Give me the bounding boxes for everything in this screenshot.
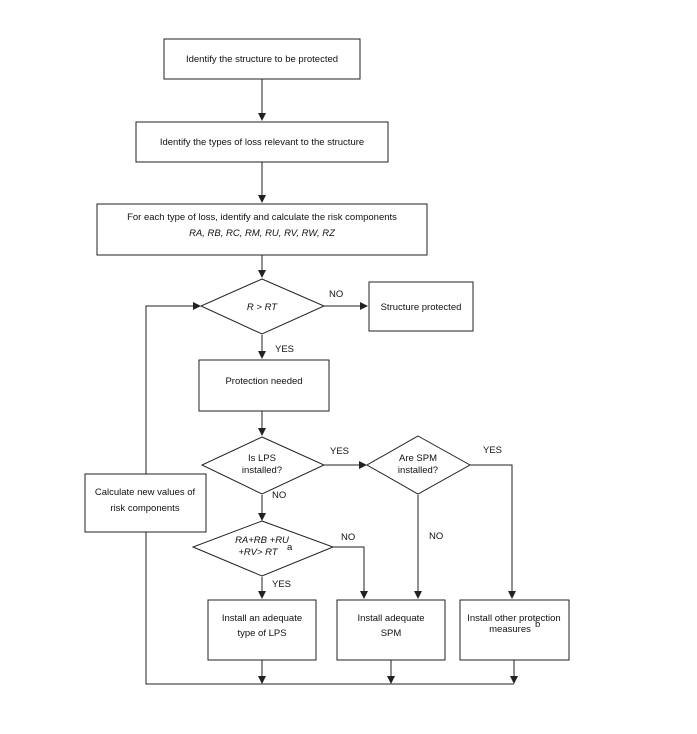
node-calculate-risk: For each type of loss, identify and calc… xyxy=(96,203,428,256)
node-install-spm: Install adequate SPM xyxy=(336,599,446,661)
decision-r-gt-rt-text: R > RT xyxy=(247,302,278,313)
edge-labels: NO YES YES NO YES NO NO YES xyxy=(272,289,502,590)
risk-sum-footnote-a: a xyxy=(287,542,293,553)
calculate-new-values-line2: risk components xyxy=(110,503,179,514)
risk-components-list: RA, RB, RC, RM, RU, RV, RW, RZ xyxy=(189,228,336,239)
label-no-protected: NO xyxy=(329,289,343,300)
label-sum-no: NO xyxy=(341,532,355,543)
label-sum-yes: YES xyxy=(272,579,291,590)
lps-question-line1: Is LPS xyxy=(248,453,276,464)
install-spm-line1: Install adequate xyxy=(357,613,424,624)
install-lps-line2: type of LPS xyxy=(237,628,286,639)
lps-question-line2: installed? xyxy=(242,465,282,476)
structure-protected-text: Structure protected xyxy=(381,302,462,313)
label-spm-no: NO xyxy=(429,531,443,542)
install-other-footnote-b: b xyxy=(535,619,540,630)
spm-question-line1: Are SPM xyxy=(399,453,437,464)
edge-sum-no xyxy=(333,546,368,599)
install-lps-line1: Install an adequate xyxy=(222,613,302,624)
identify-loss-text: Identify the types of loss relevant to t… xyxy=(160,137,364,148)
decision-lps-installed: Is LPS installed? xyxy=(200,436,326,495)
edge-spm-yes xyxy=(470,464,516,599)
decision-spm-installed: Are SPM installed? xyxy=(365,435,472,495)
node-identify-loss: Identify the types of loss relevant to t… xyxy=(135,121,389,163)
install-other-line1: Install other protection xyxy=(467,613,560,624)
label-spm-yes: YES xyxy=(483,445,502,456)
protection-needed-text: Protection needed xyxy=(225,376,302,387)
node-identify-structure: Identify the structure to be protected xyxy=(163,38,361,80)
label-lps-yes: YES xyxy=(330,446,349,457)
calculate-new-values-line1: Calculate new values of xyxy=(95,487,196,498)
label-lps-no: NO xyxy=(272,490,286,501)
install-other-line2: measures xyxy=(489,624,531,635)
calculate-risk-text-line1: For each type of loss, identify and calc… xyxy=(127,212,397,223)
node-protection-needed: Protection needed xyxy=(198,359,330,412)
node-structure-protected: Structure protected xyxy=(368,281,474,332)
install-spm-line2: SPM xyxy=(381,628,402,639)
decision-risk-sum: RA+RB +RU +RV> RT a xyxy=(191,520,335,577)
risk-sum-line1: RA+RB +RU xyxy=(235,535,289,546)
decision-r-greater-than-rt: R > RT xyxy=(199,278,326,335)
node-install-other: Install other protection measures b xyxy=(459,599,570,661)
node-calculate-new-values: Calculate new values of risk components xyxy=(84,473,207,533)
node-install-lps: Install an adequate type of LPS xyxy=(207,599,317,661)
identify-structure-text: Identify the structure to be protected xyxy=(186,54,338,65)
label-yes-protection: YES xyxy=(275,344,294,355)
spm-question-line2: installed? xyxy=(398,465,438,476)
risk-sum-line2: +RV> RT xyxy=(238,547,278,558)
